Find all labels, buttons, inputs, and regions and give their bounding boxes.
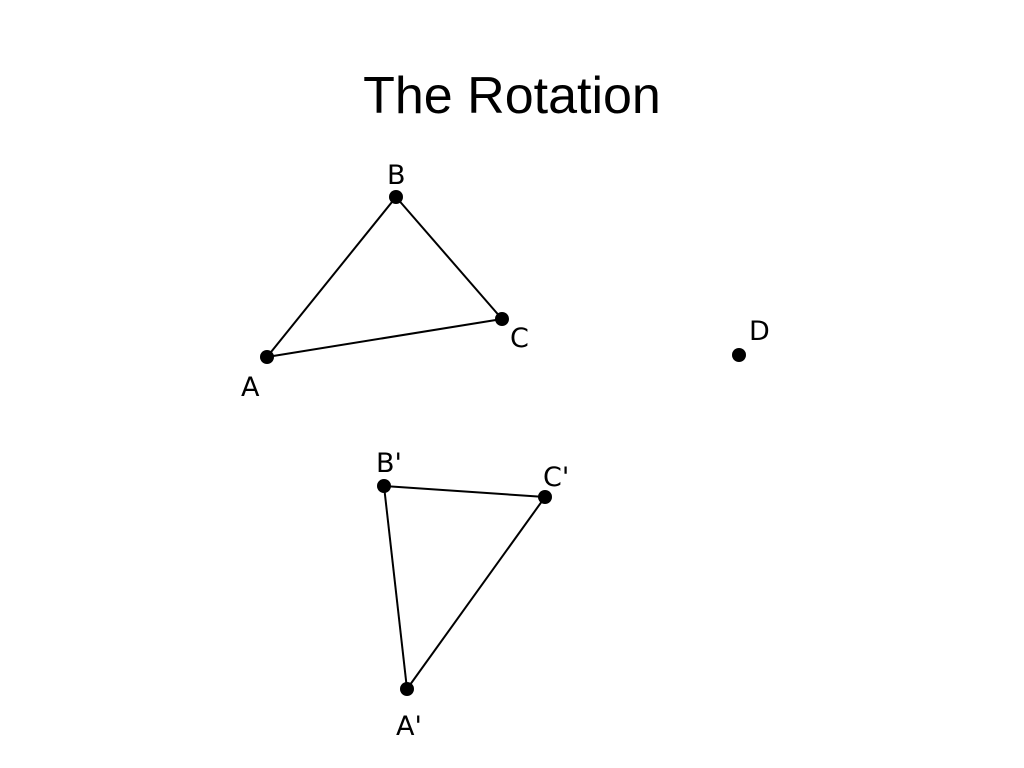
segment-c-prime-a-prime xyxy=(406,496,546,690)
point-c xyxy=(495,312,509,326)
label-a: A xyxy=(241,372,260,403)
label-c-prime: C' xyxy=(543,462,569,493)
page-title: The Rotation xyxy=(363,67,661,125)
point-c-prime xyxy=(538,490,552,504)
label-b-prime: B' xyxy=(376,448,402,479)
triangle-abc-prime: A' B' C' xyxy=(376,448,569,742)
label-a-prime: A' xyxy=(396,711,422,742)
label-b: B xyxy=(387,160,406,191)
point-a xyxy=(260,350,274,364)
segment-a-prime-b-prime xyxy=(383,485,408,690)
label-c: C xyxy=(510,323,529,354)
point-b xyxy=(389,190,403,204)
segment-b-prime-c-prime xyxy=(383,485,546,498)
segment-ab xyxy=(266,196,397,358)
point-b-prime xyxy=(377,479,391,493)
triangle-abc: A B C xyxy=(241,160,529,403)
point-a-prime xyxy=(400,682,414,696)
point-d xyxy=(732,348,746,362)
segment-ca xyxy=(266,318,503,358)
rotation-center: D xyxy=(732,316,770,362)
label-d: D xyxy=(749,316,770,347)
segment-bc xyxy=(395,196,503,320)
